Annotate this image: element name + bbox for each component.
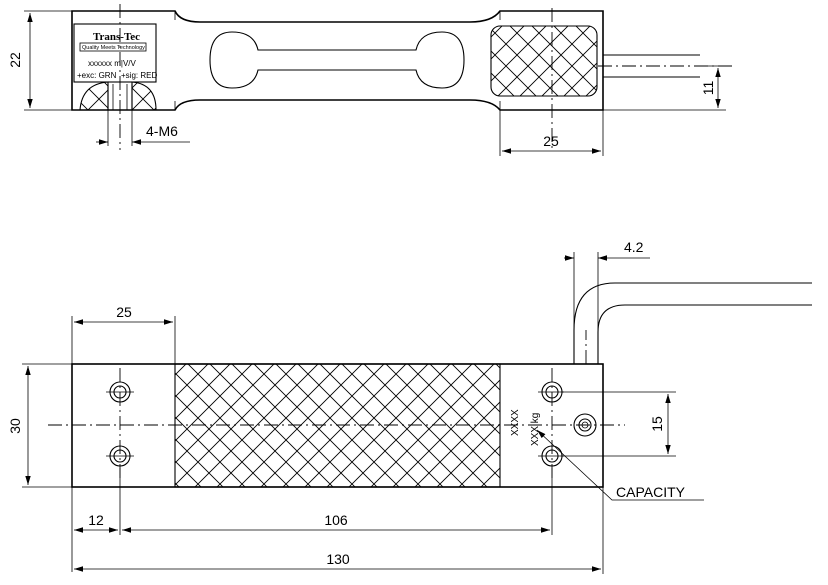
dim-pad-text: 25 [543, 133, 559, 149]
thread-section [79, 81, 157, 111]
dim-length-text: 130 [326, 551, 350, 567]
cable-gland [573, 413, 597, 437]
top-view: 4.2 25 30 15 XXXX XXX kg CAPACITY 12 106 [7, 239, 812, 574]
capacity-label: CAPACITY [616, 484, 686, 500]
mount-holes [106, 381, 564, 467]
brand-logo: Trans-Tec [93, 31, 140, 43]
dim-holes-text: 15 [649, 416, 665, 432]
dim-mount-text: 25 [116, 304, 132, 320]
dim-cable-text: 11 [700, 81, 716, 96]
capacity-value-text: XXXX [510, 409, 521, 436]
exc-wire-text: +exc: GRN [77, 71, 117, 80]
capacity-leader [536, 429, 704, 501]
cable-bracket [573, 282, 812, 364]
dim-width-text: 30 [7, 418, 23, 434]
dim-edge-text: 12 [88, 512, 104, 528]
label-plate [73, 23, 157, 83]
side-view: 22 Trans-Tec Quality Meets Technology xx… [7, 4, 732, 156]
dim-height-text: 22 [7, 52, 23, 68]
thread-text: 4-M6 [146, 123, 178, 139]
sensitivity-text: xxxxxx m|V/V [88, 59, 137, 68]
sig-wire-text: +sig: RED [121, 71, 157, 80]
strain-cutout [209, 31, 465, 89]
dim-spacing-text: 106 [324, 512, 348, 528]
brand-tagline: Quality Meets Technology [82, 45, 145, 51]
dim-bracket-text: 4.2 [624, 239, 644, 255]
end-pad-side [490, 25, 598, 97]
strain-zone-hatch [174, 363, 501, 488]
capacity-unit-text: XXX kg [530, 413, 541, 446]
